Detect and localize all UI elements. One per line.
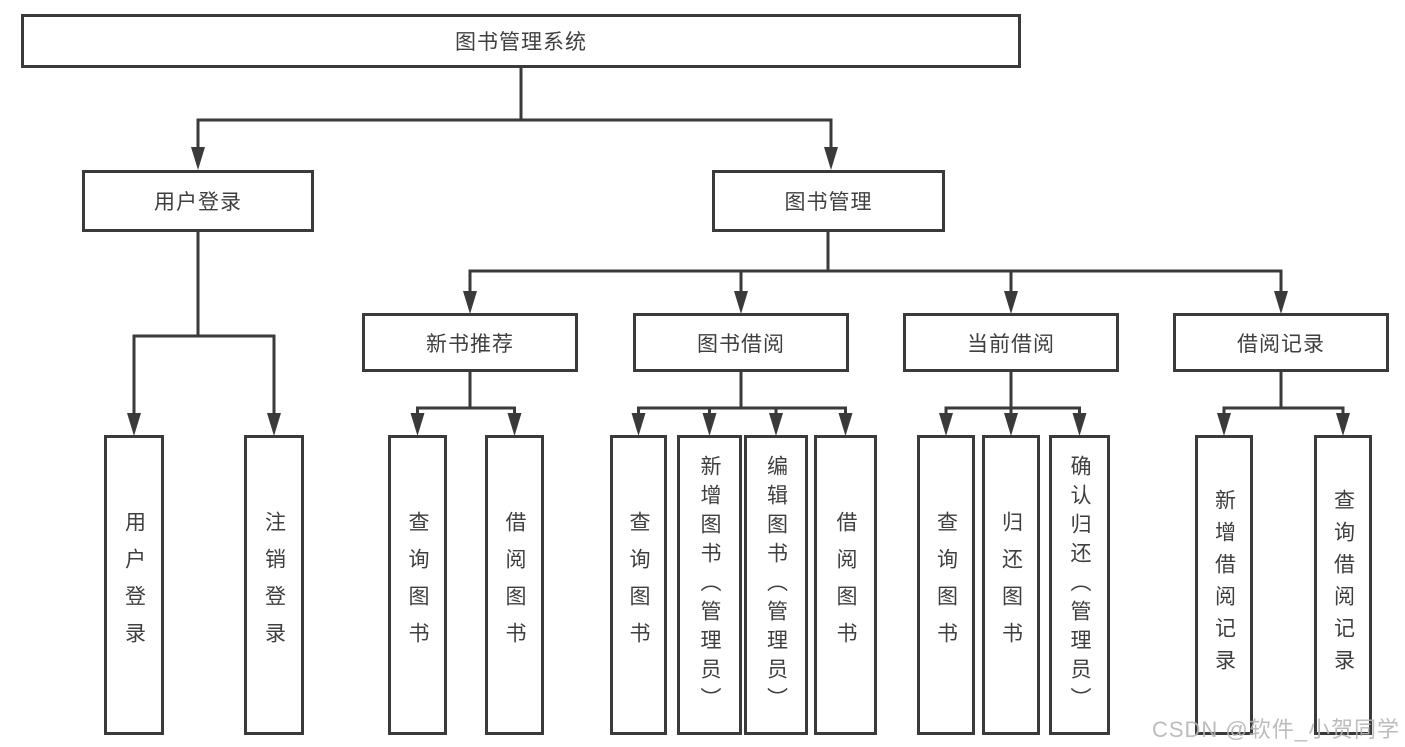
node-user-login: 用户登录	[82, 170, 314, 232]
leaf-query-books-recommend-label: 查询图书	[406, 511, 429, 659]
node-current-borrowing-label: 当前借阅	[967, 332, 1055, 356]
leaf-logout-label: 注销登录	[262, 511, 286, 659]
leaf-add-borrow-record-label: 新增借阅记录	[1212, 489, 1236, 681]
leaf-borrow-books: 借阅图书	[814, 435, 877, 735]
node-book-management: 图书管理	[712, 170, 945, 232]
node-root-label: 图书管理系统	[455, 31, 587, 54]
leaf-logout: 注销登录	[244, 435, 304, 735]
leaf-return-books: 归还图书	[982, 435, 1040, 735]
leaf-edit-book-admin: 编辑图书（管理员）	[744, 435, 808, 735]
leaf-borrow-books-recommend-label: 借阅图书	[503, 511, 526, 659]
leaf-confirm-return-admin-label: 确认归还（管理员）	[1068, 454, 1091, 716]
node-book-management-label: 图书管理	[784, 191, 873, 214]
csdn-watermark: CSDN @软件_小贺同学	[1151, 717, 1400, 742]
leaf-query-books-borrowing-label: 查询图书	[627, 511, 650, 659]
leaf-user-login-label: 用户登录	[122, 511, 146, 659]
leaf-add-book-admin: 新增图书（管理员）	[677, 435, 742, 735]
node-book-borrowing: 图书借阅	[633, 313, 849, 372]
leaf-query-books-recommend: 查询图书	[388, 435, 447, 735]
leaf-query-borrow-record: 查询借阅记录	[1314, 435, 1372, 735]
node-current-borrowing: 当前借阅	[903, 313, 1119, 372]
node-user-login-label: 用户登录	[154, 191, 242, 214]
node-root-library-system: 图书管理系统	[21, 14, 1021, 68]
leaf-add-borrow-record: 新增借阅记录	[1195, 435, 1253, 735]
leaf-query-books-borrowing: 查询图书	[610, 435, 667, 735]
leaf-edit-book-admin-label: 编辑图书（管理员）	[764, 454, 788, 716]
leaf-add-book-admin-label: 新增图书（管理员）	[698, 454, 721, 716]
node-new-book-recommendation: 新书推荐	[362, 313, 578, 372]
node-new-book-recommendation-label: 新书推荐	[426, 332, 514, 356]
node-borrowing-records: 借阅记录	[1173, 313, 1389, 372]
leaf-return-books-label: 归还图书	[999, 511, 1023, 659]
leaf-query-borrow-record-label: 查询借阅记录	[1331, 489, 1355, 681]
node-book-borrowing-label: 图书借阅	[697, 332, 785, 356]
leaf-borrow-books-label: 借阅图书	[834, 511, 857, 659]
leaf-borrow-books-recommend: 借阅图书	[485, 435, 544, 735]
leaf-query-books-current: 查询图书	[917, 435, 975, 735]
node-borrowing-records-label: 借阅记录	[1237, 332, 1325, 356]
leaf-user-login: 用户登录	[104, 435, 164, 735]
leaf-confirm-return-admin: 确认归还（管理员）	[1049, 435, 1110, 735]
leaf-query-books-current-label: 查询图书	[934, 511, 958, 659]
